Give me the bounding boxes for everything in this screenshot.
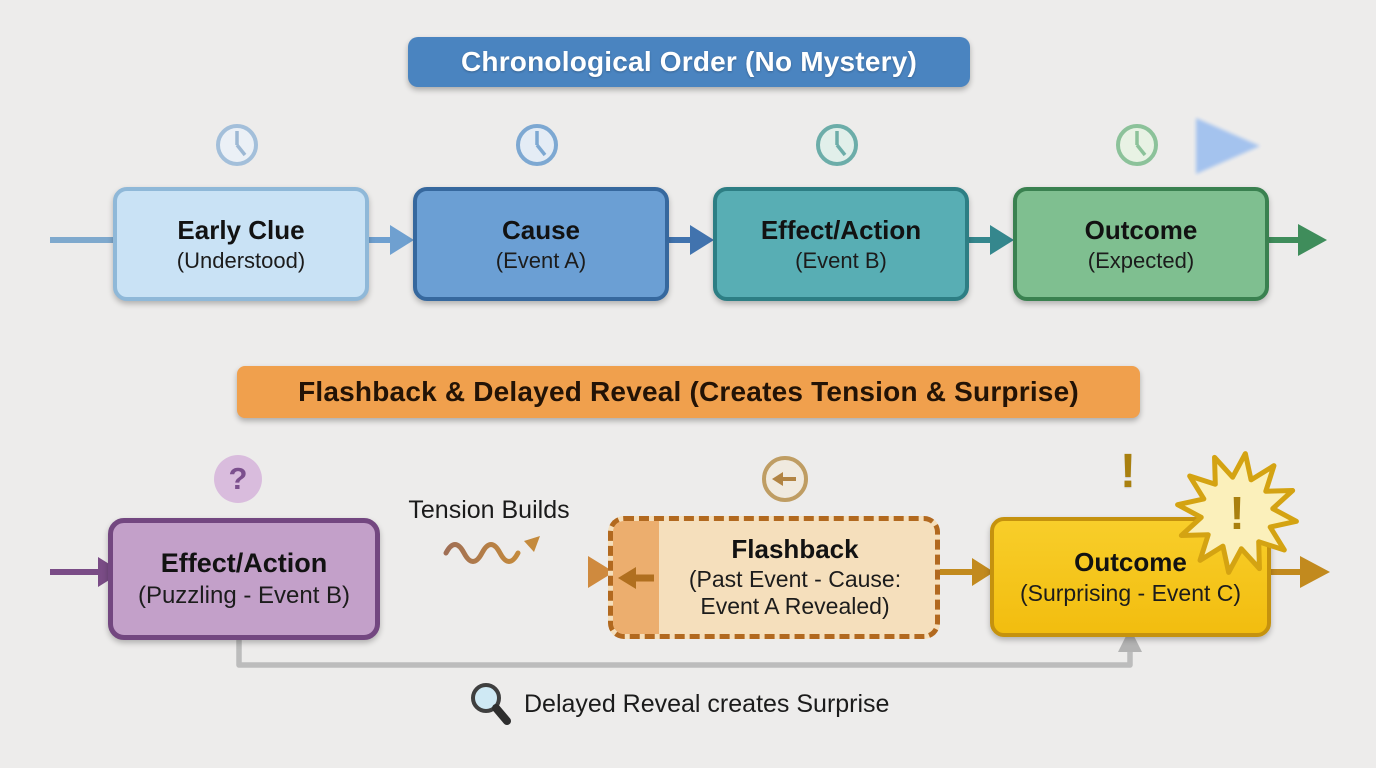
box-subtitle-line2: Event A Revealed)	[700, 593, 890, 620]
early-clue-box: Early Clue (Understood)	[113, 187, 369, 301]
chronological-banner: Chronological Order (No Mystery)	[408, 37, 970, 87]
clock-icon	[814, 122, 860, 168]
effect-action-box: Effect/Action (Event B)	[713, 187, 969, 301]
surprise-starburst-icon: !	[1162, 438, 1312, 588]
effect-action-puzzling-box: Effect/Action (Puzzling - Event B)	[108, 518, 380, 640]
timeline-arrow	[166, 118, 1260, 174]
flashback-flow-arrows	[50, 536, 1330, 588]
question-mark-badge: ?	[214, 455, 262, 503]
delayed-reveal-caption: Delayed Reveal creates Surprise	[466, 680, 889, 728]
flashback-text: Flashback (Past Event - Cause: Event A R…	[689, 534, 901, 620]
box-subtitle: (Surprising - Event C)	[1019, 579, 1242, 606]
box-title: Effect/Action	[760, 215, 922, 245]
clock-icon	[214, 122, 260, 168]
box-title: Effect/Action	[160, 548, 328, 579]
clock-icon	[1114, 122, 1160, 168]
box-title: Early Clue	[177, 215, 305, 245]
flashback-box: Flashback (Past Event - Cause: Event A R…	[608, 516, 940, 639]
outcome-expected-box: Outcome (Expected)	[1013, 187, 1269, 301]
box-subtitle-line1: (Past Event - Cause:	[688, 565, 902, 592]
box-subtitle: (Understood)	[176, 247, 306, 273]
box-subtitle: (Event B)	[795, 247, 887, 273]
exclamation-badge: !	[1120, 445, 1136, 498]
box-subtitle: (Event A)	[495, 247, 587, 273]
left-arrow-icon	[618, 566, 654, 589]
flashback-rewind-strip	[613, 521, 659, 634]
box-subtitle: (Puzzling - Event B)	[137, 581, 351, 609]
tension-builds-label: Tension Builds	[408, 496, 570, 524]
magnifier-icon	[471, 683, 511, 725]
delayed-reveal-loop	[236, 628, 1142, 668]
box-title: Outcome	[1084, 215, 1198, 245]
clock-icon	[514, 122, 560, 168]
back-arrow-icon	[762, 456, 808, 502]
delayed-reveal-text: Delayed Reveal creates Surprise	[524, 689, 890, 718]
box-title: Flashback	[731, 534, 859, 565]
box-title: Cause	[501, 215, 581, 245]
box-title: Outcome	[1074, 547, 1187, 578]
box-subtitle: (Expected)	[1087, 247, 1195, 273]
cause-box: Cause (Event A)	[413, 187, 669, 301]
flashback-banner: Flashback & Delayed Reveal (Creates Tens…	[237, 366, 1140, 418]
starburst-exclamation: !	[1229, 487, 1245, 539]
